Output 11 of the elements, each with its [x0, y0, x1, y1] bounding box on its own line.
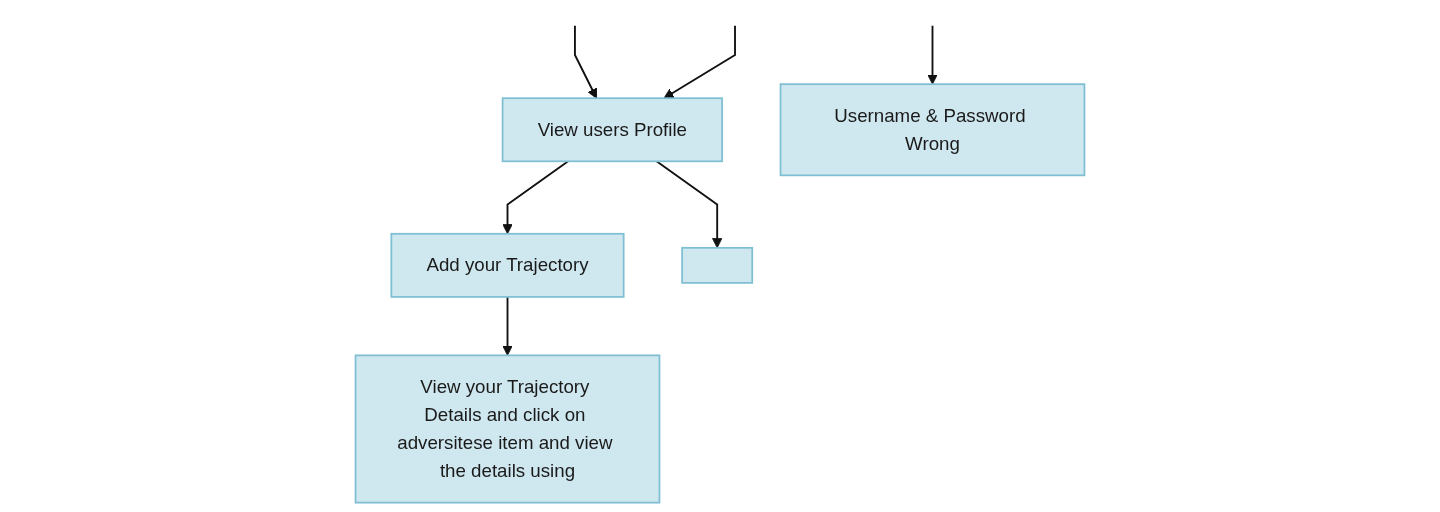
arrow — [927, 24, 938, 85]
node-box: Username & Password Wrong — [779, 83, 1086, 177]
arrow — [502, 160, 570, 235]
arrow — [663, 24, 736, 99]
arrow — [574, 24, 598, 99]
node-box: View your Trajectory Details and click on adversitese item and view the details using — [354, 354, 661, 504]
arrow — [655, 160, 723, 249]
node-box: View users Profile — [501, 97, 723, 163]
node-box: Add your Trajectory — [390, 232, 625, 298]
arrow — [502, 295, 513, 356]
node-box — [681, 246, 754, 284]
